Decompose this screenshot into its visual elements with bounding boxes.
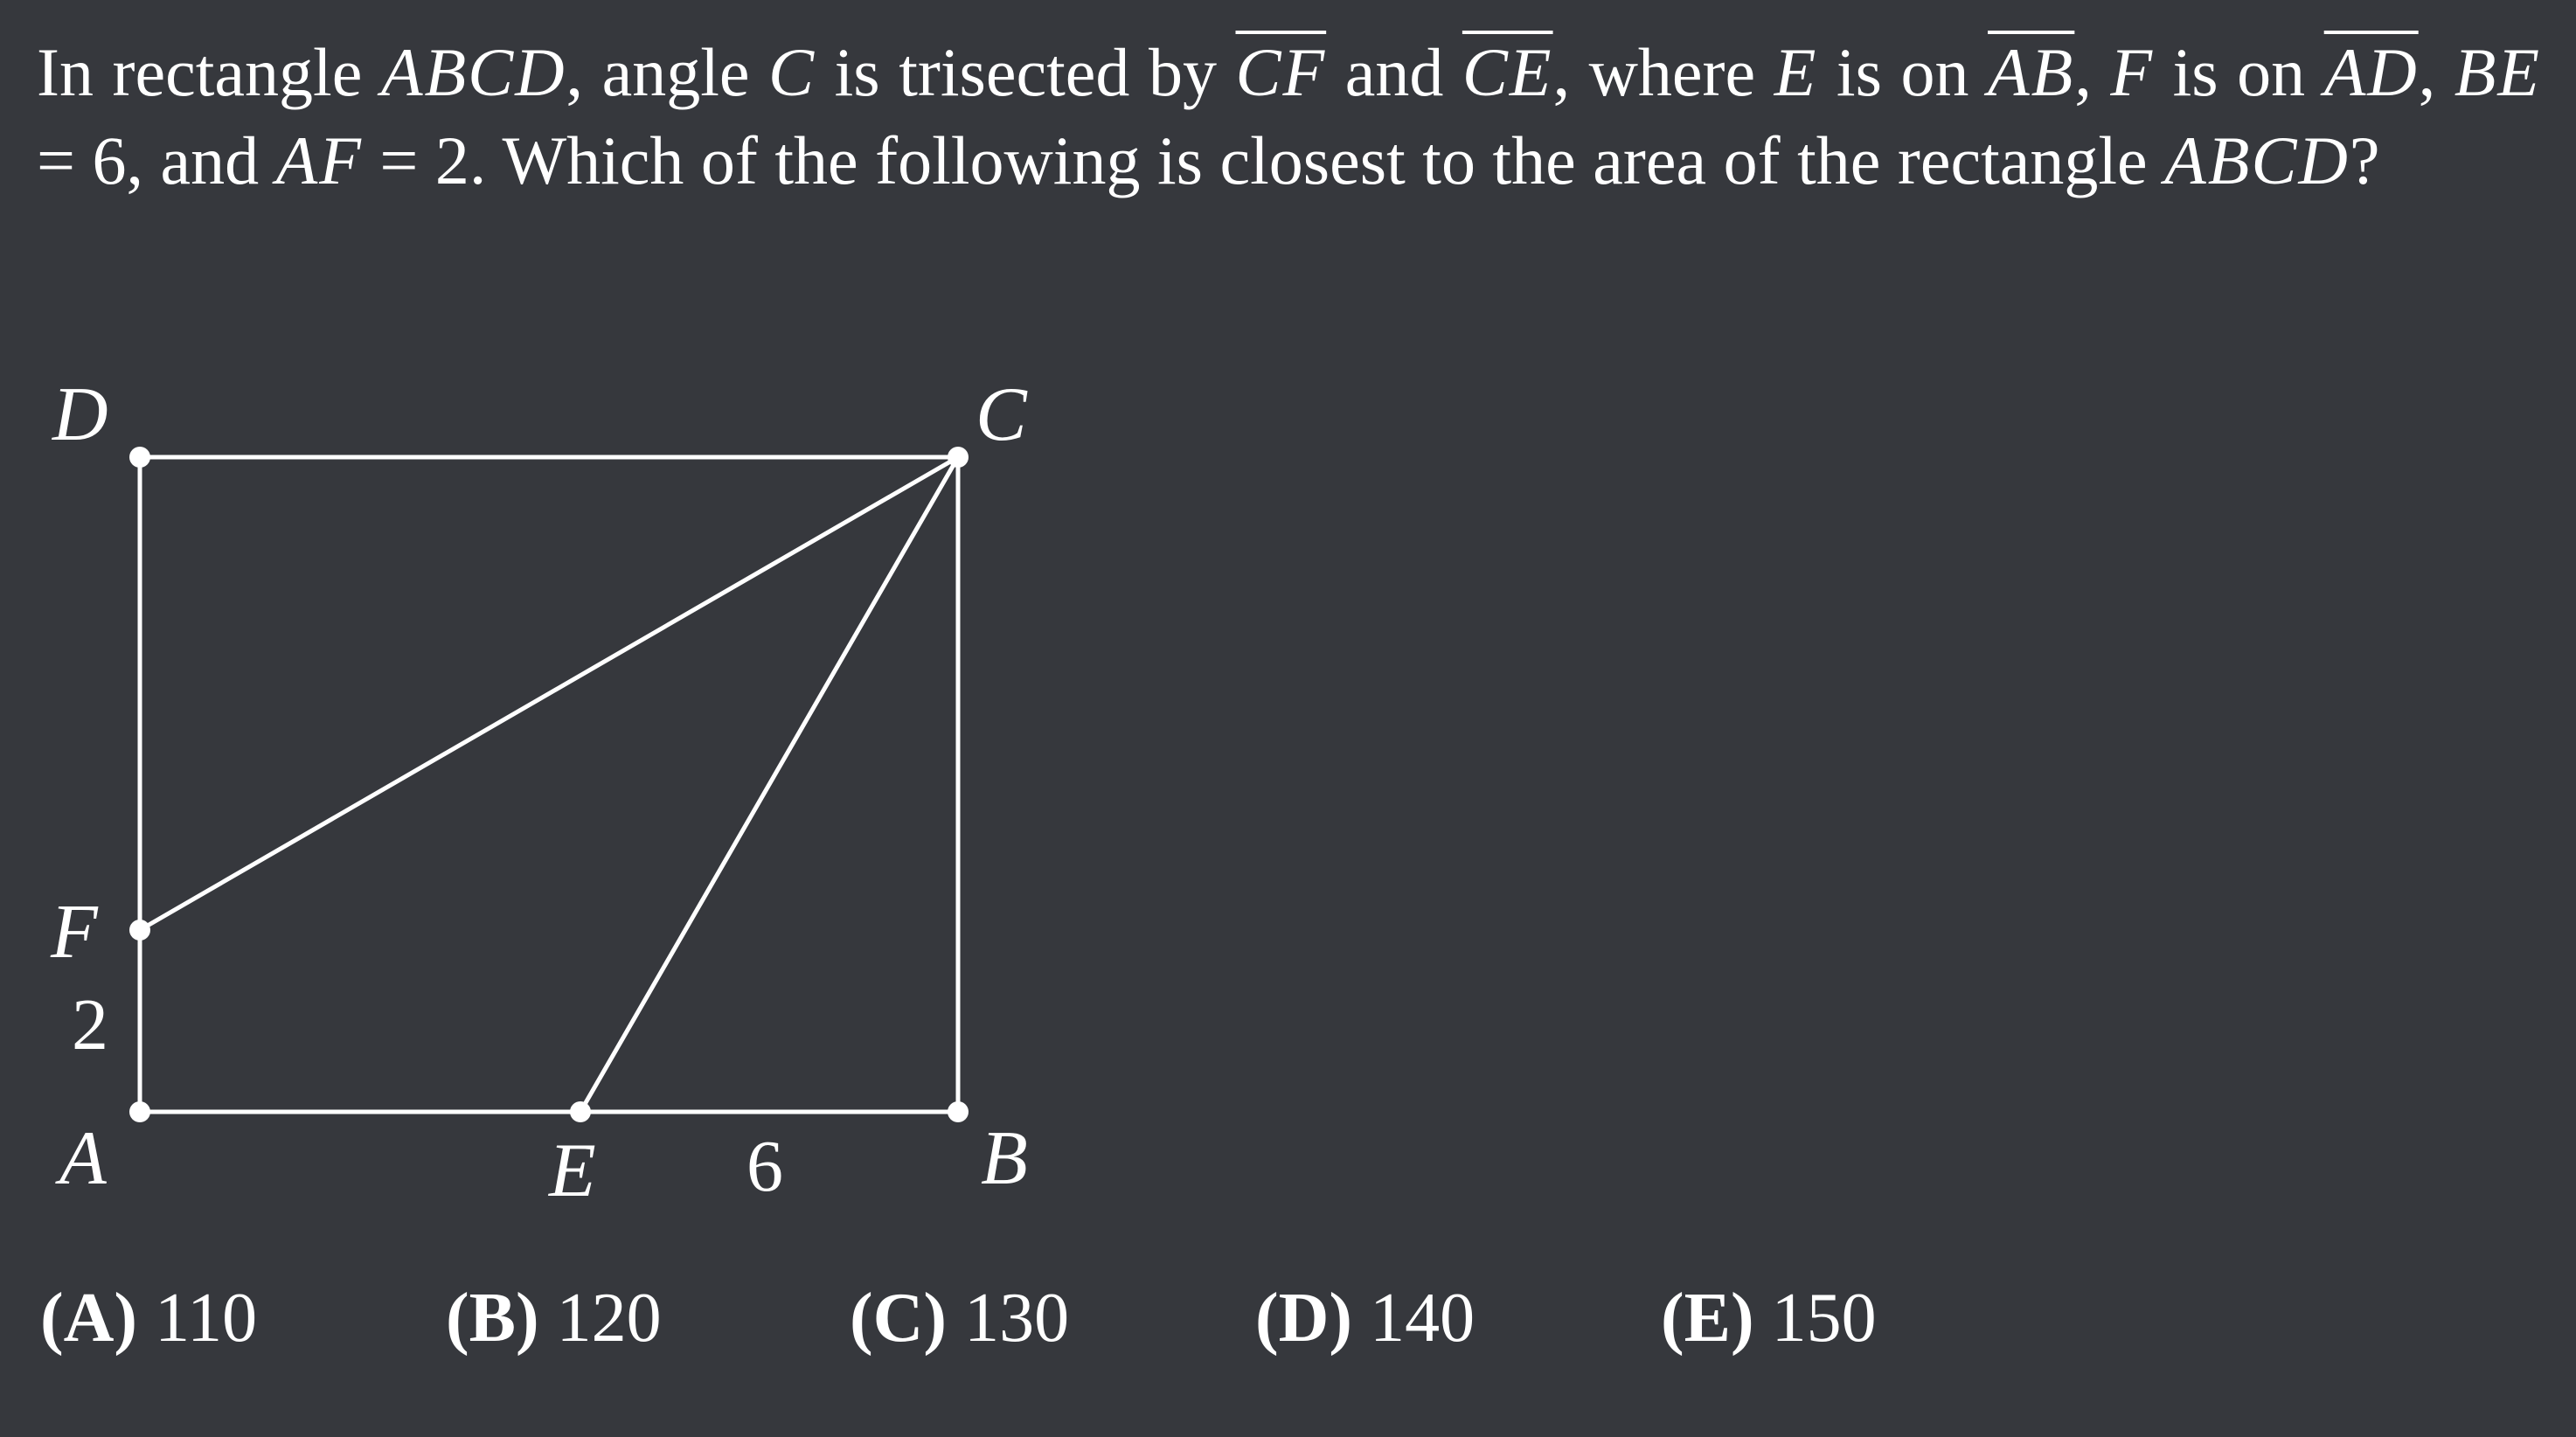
label-a: A (55, 1116, 108, 1201)
problem-text: ? (2349, 122, 2380, 198)
trisector-ce (578, 455, 961, 1114)
problem-text: = 2. Which of the following is closest t… (362, 122, 2165, 198)
choice-c[interactable]: (C) 130 (850, 1266, 1069, 1371)
math-rectangle-name: ABCD (2164, 122, 2350, 198)
math-length-be: BE (2454, 34, 2542, 110)
choice-value: 150 (1771, 1280, 1877, 1357)
choice-letter: (C) (850, 1280, 948, 1357)
choice-letter: (B) (446, 1280, 539, 1357)
math-segment-ce: CE (1462, 34, 1553, 110)
trisector-cf (137, 455, 961, 933)
answer-choices: (A) 110 (B) 120 (C) 130 (D) 140 (E) 150 (40, 1266, 2138, 1371)
choice-b[interactable]: (B) 120 (446, 1266, 662, 1371)
choice-value: 140 (1370, 1280, 1475, 1357)
point-c-dot (948, 447, 969, 468)
problem-text: , (2074, 34, 2111, 110)
choice-a[interactable]: (A) 110 (40, 1266, 257, 1371)
problem-text: and (1326, 34, 1462, 110)
problem-text: is on (2154, 34, 2324, 110)
math-point-f: F (2110, 34, 2155, 110)
choice-value: 110 (155, 1280, 258, 1357)
math-length-af: AF (275, 122, 363, 198)
math-segment-ab: AB (1988, 34, 2075, 110)
point-a-dot (129, 1101, 150, 1122)
math-angle-c: C (768, 34, 816, 110)
choice-d[interactable]: (D) 140 (1255, 1266, 1475, 1371)
math-point-e: E (1774, 34, 1818, 110)
problem-text: , where (1552, 34, 1774, 110)
math-segment-cf: CF (1235, 34, 1327, 110)
point-e-dot (570, 1101, 591, 1122)
problem-text: is on (1817, 34, 1989, 110)
length-af: 2 (72, 984, 108, 1066)
label-f: F (50, 890, 99, 975)
point-b-dot (948, 1101, 969, 1122)
problem-text: In rectangle (37, 34, 381, 110)
choice-value: 120 (556, 1280, 662, 1357)
length-eb: 6 (746, 1126, 783, 1207)
choice-letter: (A) (40, 1280, 138, 1357)
choice-letter: (E) (1661, 1280, 1754, 1357)
math-rectangle-name: ABCD (380, 34, 566, 110)
point-d-dot (129, 447, 150, 468)
label-c: C (976, 372, 1028, 457)
point-f-dot (129, 920, 150, 941)
problem-statement: In rectangle ABCD, angle C is trisected … (37, 28, 2541, 205)
label-b: B (981, 1116, 1028, 1201)
geometry-diagram: D C F 2 A E 6 B (50, 372, 1028, 1213)
choice-e[interactable]: (E) 150 (1661, 1266, 1877, 1371)
problem-text: = 6, and (37, 122, 276, 198)
problem-text: , (2418, 34, 2454, 110)
problem-text: , angle (566, 34, 769, 110)
label-e: E (547, 1128, 596, 1213)
label-d: D (52, 372, 108, 457)
problem-text: is trisected by (816, 34, 1236, 110)
choice-value: 130 (964, 1280, 1070, 1357)
choice-letter: (D) (1255, 1280, 1353, 1357)
math-segment-ad: AD (2323, 34, 2419, 110)
